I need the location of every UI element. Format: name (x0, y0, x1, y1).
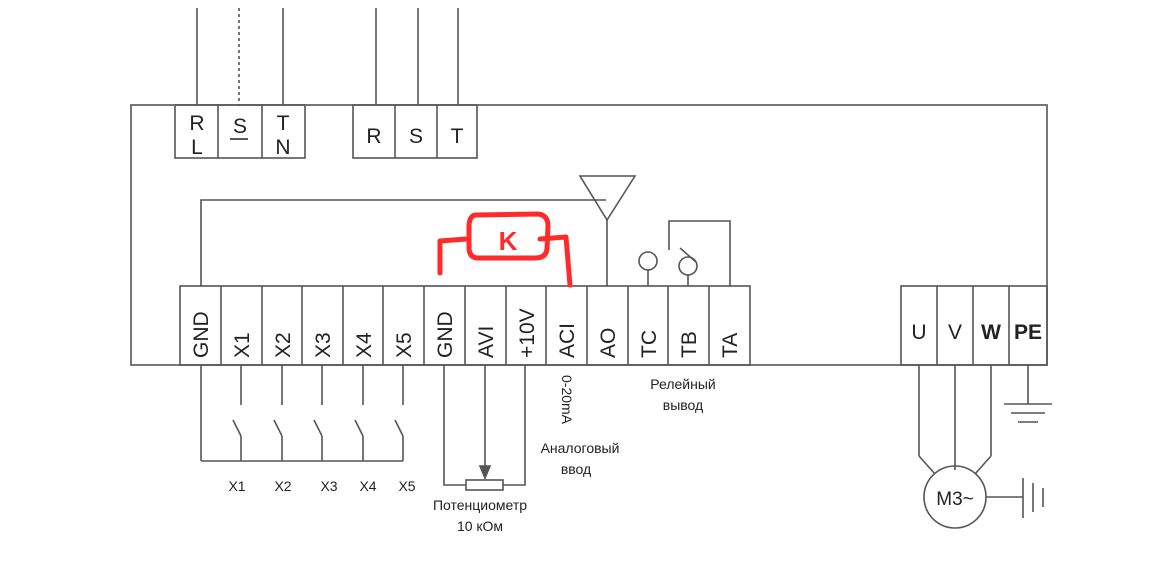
switch-label-x4: X4 (359, 478, 376, 494)
terminal-tb: TB (678, 331, 701, 358)
motor-icon (918, 365, 1044, 529)
potentiometer-icon (443, 365, 526, 491)
terminal-t: T (451, 125, 464, 148)
digital-input-switches (200, 365, 404, 462)
terminal-t1: T (277, 112, 290, 135)
terminal-x5: X5 (393, 332, 416, 358)
annotation-k: K (499, 226, 518, 256)
drive-enclosure (130, 104, 1048, 366)
terminal-r1: R (189, 112, 204, 135)
terminal-s: S (409, 125, 423, 148)
input-block-3ph (352, 104, 478, 159)
terminal-n: N (275, 136, 290, 159)
terminal-r: R (366, 125, 381, 148)
analog-input-label-line1: Аналоговый (541, 440, 620, 456)
terminal-u: U (911, 321, 926, 344)
terminal-x4: X4 (353, 332, 376, 358)
terminal-10v: +10V (516, 308, 539, 358)
input-block-1ph (174, 104, 306, 159)
antenna-icon (578, 175, 637, 286)
switch-label-x2: X2 (274, 478, 291, 494)
terminal-pe: PE (1014, 321, 1042, 344)
motor-label: M3~ (936, 489, 974, 510)
output-terminal-strip (900, 285, 1048, 366)
annotation-bracket (437, 211, 573, 288)
relay-contact-icon (638, 220, 731, 286)
terminal-gnd: GND (190, 311, 213, 358)
terminal-aci: ACI (556, 323, 579, 358)
terminal-x3: X3 (312, 332, 335, 358)
terminal-ta: TA (719, 333, 742, 358)
ground-icon (1004, 365, 1052, 423)
switch-label-x3: X3 (320, 478, 337, 494)
aci-range-label: 0-20mA (559, 375, 575, 425)
potentiometer-label-line1: Потенциометр (433, 497, 527, 513)
terminal-w: W (981, 321, 1001, 344)
terminal-l: L (191, 136, 203, 159)
terminal-s1: S (233, 115, 247, 138)
terminal-v: V (948, 321, 962, 344)
terminal-ao: AO (597, 328, 620, 358)
terminal-avi: AVI (475, 326, 498, 358)
switch-label-x5: X5 (398, 478, 415, 494)
terminal-gnd2: GND (434, 311, 457, 358)
terminal-x1: X1 (231, 332, 254, 358)
terminal-x2: X2 (272, 332, 295, 358)
terminal-tc: TC (638, 330, 661, 358)
switch-label-x1: X1 (228, 478, 245, 494)
relay-output-label-line2: вывод (663, 397, 703, 413)
relay-output-label-line1: Релейный (650, 376, 715, 392)
analog-input-label-line2: ввод (561, 461, 591, 477)
potentiometer-label-line2: 10 кОм (457, 518, 503, 534)
